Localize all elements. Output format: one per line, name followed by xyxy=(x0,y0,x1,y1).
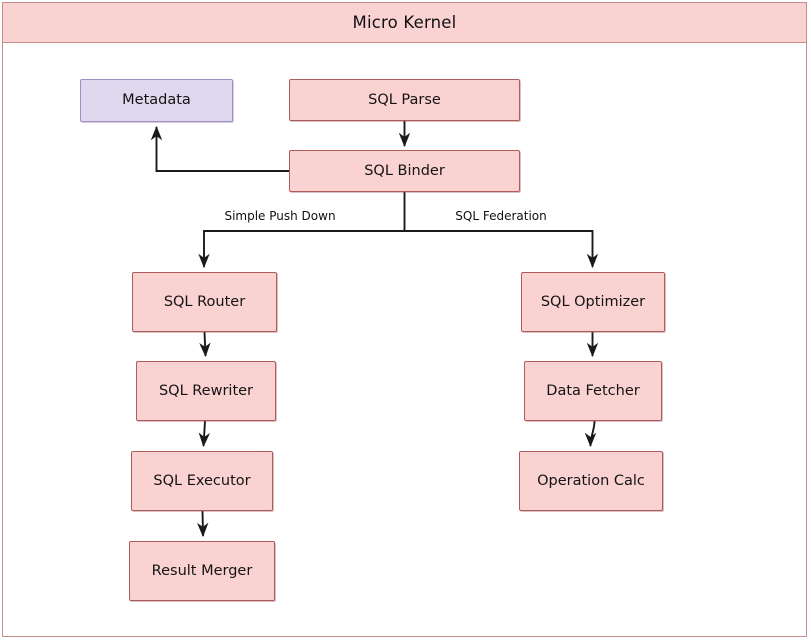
node-sql-binder[interactable]: SQL Binder xyxy=(289,150,520,192)
node-sql-rewriter-label: SQL Rewriter xyxy=(158,382,254,399)
edge-label-sql-federation: SQL Federation xyxy=(452,209,550,223)
node-metadata[interactable]: Metadata xyxy=(80,79,233,122)
node-metadata-label: Metadata xyxy=(122,92,191,109)
node-sql-router-label: SQL Router xyxy=(163,293,246,310)
node-result-merger-label: Result Merger xyxy=(151,562,253,579)
node-sql-rewriter[interactable]: SQL Rewriter xyxy=(136,361,276,421)
node-sql-optimizer[interactable]: SQL Optimizer xyxy=(521,272,665,332)
edge-label-simple-push-down: Simple Push Down xyxy=(221,209,339,223)
node-sql-binder-label: SQL Binder xyxy=(364,162,445,179)
node-sql-executor-label: SQL Executor xyxy=(153,472,251,489)
micro-kernel-title: Micro Kernel xyxy=(2,2,807,43)
node-data-fetcher[interactable]: Data Fetcher xyxy=(524,361,662,421)
node-sql-executor[interactable]: SQL Executor xyxy=(131,451,273,511)
node-data-fetcher-label: Data Fetcher xyxy=(546,382,640,399)
node-operation-calc-label: Operation Calc xyxy=(537,472,645,489)
node-result-merger[interactable]: Result Merger xyxy=(129,541,275,601)
node-sql-router[interactable]: SQL Router xyxy=(132,272,277,332)
node-sql-optimizer-label: SQL Optimizer xyxy=(540,293,646,310)
node-operation-calc[interactable]: Operation Calc xyxy=(519,451,663,511)
node-sql-parse-label: SQL Parse xyxy=(368,91,441,108)
node-sql-parse[interactable]: SQL Parse xyxy=(289,79,520,121)
